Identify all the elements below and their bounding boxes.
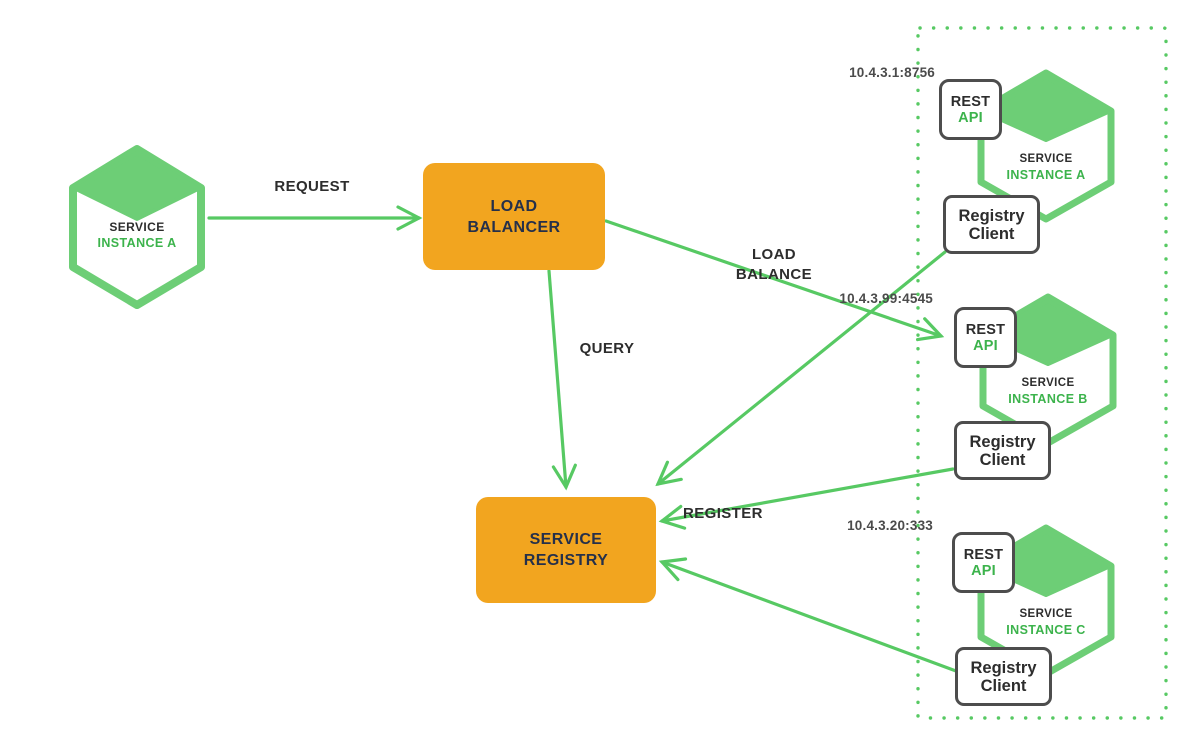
load-balance-edge-label: LOAD BALANCE: [735, 246, 813, 283]
instance-a-ip-address: 10.4.3.1:8756: [849, 65, 935, 80]
service-instance-a-group: SERVICE INSTANCE A REST API Registry Cli…: [939, 66, 1121, 258]
service-registry-node: SERVICE REGISTRY: [476, 497, 656, 603]
registry-client-line2: Client: [979, 450, 1026, 469]
api-label: API: [973, 337, 998, 354]
registry-client-line1: Registry: [970, 658, 1037, 677]
client-service-name: SERVICE: [109, 220, 165, 234]
request-edge-label: REQUEST: [274, 178, 350, 195]
service-cluster-dotted-border: [916, 26, 1168, 720]
service-instance-c-group: SERVICE INSTANCE C REST API Registry Cli…: [939, 521, 1121, 713]
register-arrow-instance-a: [655, 250, 947, 487]
instance-c-registry-client-box: Registry Client: [955, 647, 1052, 706]
query-edge-label: QUERY: [579, 340, 635, 357]
instance-c-ip-address: 10.4.3.20:333: [847, 518, 933, 533]
registry-client-line1: Registry: [969, 432, 1036, 451]
instance-name: INSTANCE B: [1008, 392, 1088, 406]
service-name: SERVICE: [1019, 153, 1073, 165]
service-instance-c-label: SERVICE INSTANCE C: [975, 607, 1117, 639]
service-instance-b-group: SERVICE INSTANCE B REST API Registry Cli…: [941, 290, 1123, 482]
load-balancer-node: LOAD BALANCER: [423, 163, 605, 270]
service-name: SERVICE: [1021, 377, 1075, 389]
instance-a-rest-api-box: REST API: [939, 79, 1002, 140]
registry-client-line2: Client: [968, 224, 1015, 243]
rest-label: REST: [963, 546, 1004, 563]
query-arrow: [547, 269, 577, 491]
instance-name: INSTANCE A: [1006, 168, 1086, 182]
load-balancer-label-line2: BALANCER: [467, 218, 561, 236]
client-service-instance-name: INSTANCE A: [97, 236, 177, 250]
rest-label: REST: [965, 321, 1006, 338]
service-instance-b-label: SERVICE INSTANCE B: [977, 376, 1119, 408]
service-name: SERVICE: [1019, 608, 1073, 620]
register-arrow-instance-c: [658, 557, 958, 673]
instance-b-rest-api-box: REST API: [954, 307, 1017, 368]
instance-c-rest-api-box: REST API: [952, 532, 1015, 593]
registry-client-line1: Registry: [958, 206, 1025, 225]
rest-label: REST: [950, 93, 991, 110]
instance-b-ip-address: 10.4.3.99:4545: [839, 291, 933, 306]
api-label: API: [958, 109, 983, 126]
load-balancer-label-line1: LOAD: [490, 197, 538, 215]
instance-name: INSTANCE C: [1006, 623, 1086, 637]
instance-a-registry-client-box: Registry Client: [943, 195, 1040, 254]
service-registry-label-line2: REGISTRY: [523, 552, 609, 569]
client-service-instance-label: SERVICE INSTANCE A: [67, 219, 207, 251]
service-instance-a-label: SERVICE INSTANCE A: [975, 152, 1117, 184]
api-label: API: [971, 562, 996, 579]
client-service-instance-hexagon: [69, 145, 205, 309]
instance-b-registry-client-box: Registry Client: [954, 421, 1051, 480]
service-registry-label-line1: SERVICE: [529, 531, 603, 548]
registry-client-line2: Client: [980, 676, 1027, 695]
register-edge-label: REGISTER: [683, 505, 763, 522]
